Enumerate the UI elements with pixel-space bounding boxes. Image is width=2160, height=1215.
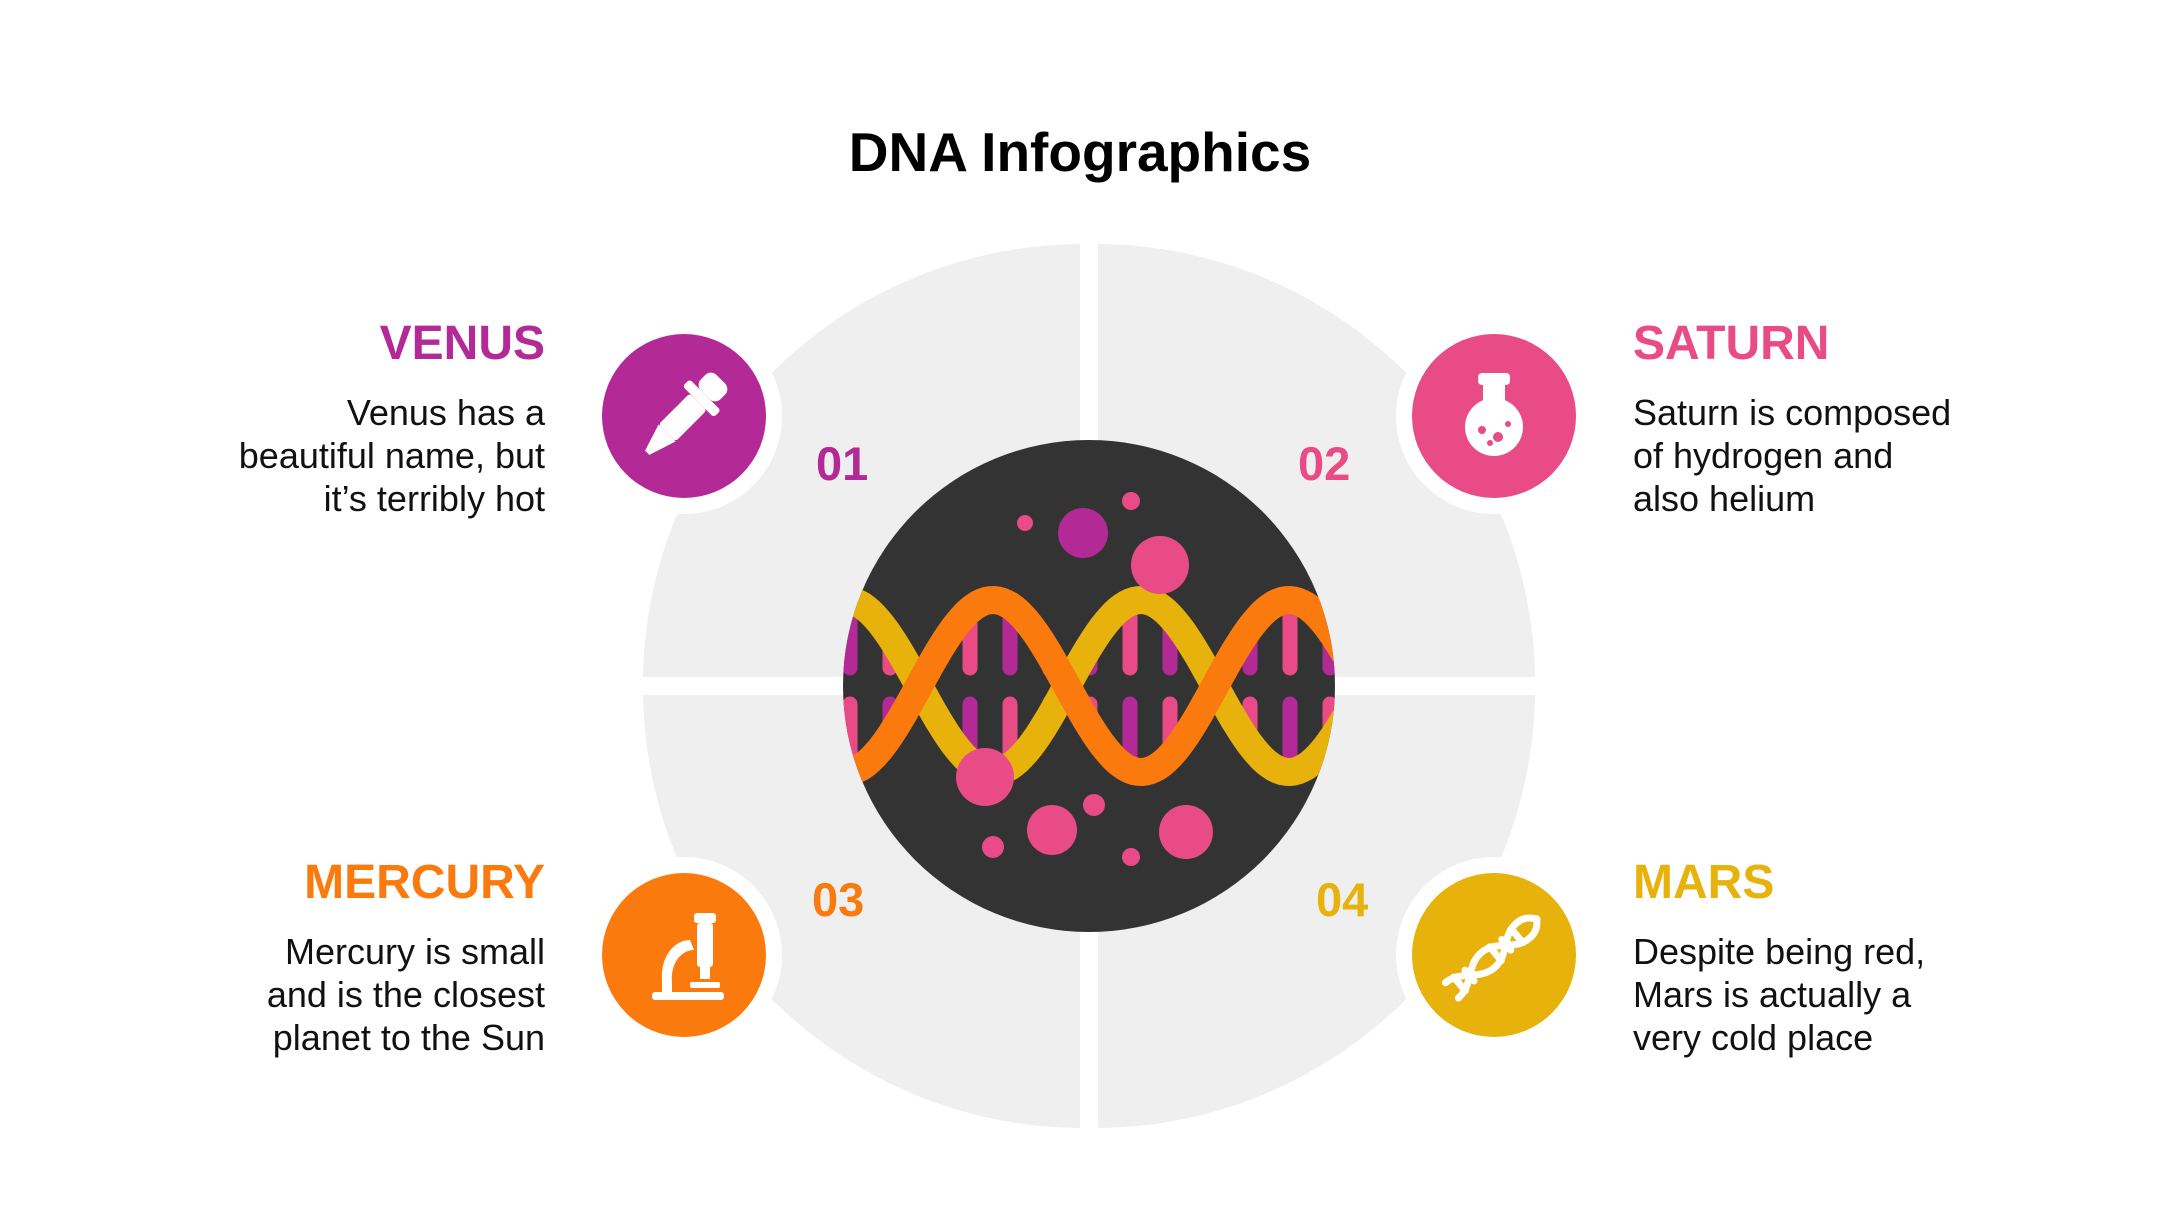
mars-heading: MARS xyxy=(1633,856,1775,909)
dna-helix-illustration xyxy=(843,440,1335,932)
mercury-number: 03 xyxy=(812,873,865,926)
mars-number: 04 xyxy=(1316,873,1369,926)
mercury-description: Mercury is small and is the closest plan… xyxy=(140,930,545,1059)
bubble xyxy=(982,836,1004,858)
page-title: DNA Infographics xyxy=(848,121,1312,183)
saturn-line-3: also helium xyxy=(1633,478,1816,519)
saturn-heading: SATURN xyxy=(1633,317,1830,370)
mercury-line-1: Mercury is small xyxy=(284,931,545,972)
mercury-line-3: planet to the Sun xyxy=(272,1017,545,1058)
saturn-description: Saturn is composed of hydrogen and also … xyxy=(1633,391,2053,520)
mercury-heading: MERCURY xyxy=(304,856,545,909)
venus-heading: VENUS xyxy=(379,317,545,370)
bubble xyxy=(1159,805,1213,859)
bubble xyxy=(1131,536,1189,594)
flask-icon xyxy=(1465,373,1523,456)
dropper-icon xyxy=(645,372,728,455)
mars-line-2: Mars is actually a xyxy=(1633,974,1912,1015)
bubble xyxy=(1122,492,1140,510)
venus-line-1: Venus has a xyxy=(346,392,545,433)
bubble xyxy=(1058,508,1108,558)
microscope-icon xyxy=(652,913,724,1000)
saturn-number: 02 xyxy=(1298,437,1351,490)
mars-line-3: very cold place xyxy=(1633,1017,1874,1058)
bubble xyxy=(1083,794,1105,816)
bubble xyxy=(1017,515,1033,531)
venus-number: 01 xyxy=(816,437,869,490)
saturn-badge xyxy=(1396,318,1592,514)
mercury-badge xyxy=(586,857,782,1053)
venus-description: Venus has a beautiful name, but it’s ter… xyxy=(140,391,545,520)
venus-badge xyxy=(586,318,782,514)
bubble xyxy=(1027,805,1077,855)
mars-badge xyxy=(1396,857,1592,1053)
bubble xyxy=(1122,848,1140,866)
bubble xyxy=(956,748,1014,806)
mars-description: Despite being red, Mars is actually a ve… xyxy=(1633,930,2053,1059)
venus-line-3: it’s terribly hot xyxy=(323,478,545,519)
saturn-line-2: of hydrogen and xyxy=(1633,435,1894,476)
saturn-line-1: Saturn is composed xyxy=(1633,392,1952,433)
dna-icon xyxy=(1441,914,1541,1002)
mars-line-1: Despite being red, xyxy=(1633,931,1926,972)
venus-line-2: beautiful name, but xyxy=(238,435,545,476)
mercury-line-2: and is the closest xyxy=(266,974,545,1015)
